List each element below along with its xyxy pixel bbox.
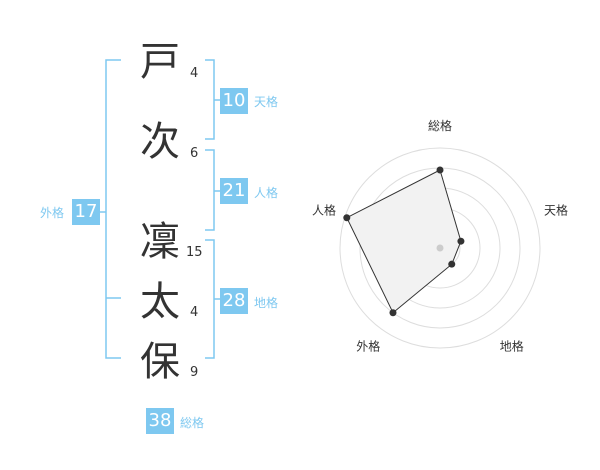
jinkaku-badge: 21 xyxy=(220,178,248,204)
soukaku-badge: 38 xyxy=(146,408,174,434)
name-char-5: 保 xyxy=(140,339,180,385)
name-char-2: 次 xyxy=(140,119,180,165)
name-char-1: 戸 xyxy=(140,39,180,85)
strokes-5: 9 xyxy=(190,365,199,380)
name-char-4: 太 xyxy=(140,279,180,325)
radar-axis-label-2: 天格 xyxy=(544,202,568,217)
jinkaku-bracket xyxy=(205,149,215,231)
radar-point-1 xyxy=(436,166,444,174)
radar-ring xyxy=(339,147,541,349)
name-char-3: 凜 xyxy=(140,219,180,265)
chikaku-badge: 28 xyxy=(220,288,248,314)
gaikaku-badge: 17 xyxy=(72,199,100,225)
radar-center xyxy=(436,244,444,252)
radar-axis-label-5: 人格 xyxy=(312,202,336,217)
gaikaku-label: 外格 xyxy=(40,206,65,220)
radar-point-4 xyxy=(389,309,397,317)
tenkaku-badge: 10 xyxy=(220,88,248,114)
radar-point-3 xyxy=(448,260,456,268)
jinkaku-label: 人格 xyxy=(254,186,279,200)
radar-point-5 xyxy=(343,214,351,222)
radar-axis-label-4: 外格 xyxy=(356,339,380,354)
soukaku-label: 総格 xyxy=(180,416,205,430)
radar-axis-label-1: 総格 xyxy=(428,118,452,133)
strokes-4: 4 xyxy=(190,305,199,320)
gaikaku-bracket xyxy=(105,59,121,359)
radar-polygon xyxy=(346,169,462,314)
tenkaku-label: 天格 xyxy=(254,95,279,109)
radar-point-2 xyxy=(457,237,465,245)
strokes-1: 4 xyxy=(190,66,199,81)
strokes-3: 15 xyxy=(186,245,203,260)
chikaku-label: 地格 xyxy=(254,296,279,310)
strokes-2: 6 xyxy=(190,146,199,161)
radar-axis-label-3: 地格 xyxy=(500,339,524,354)
